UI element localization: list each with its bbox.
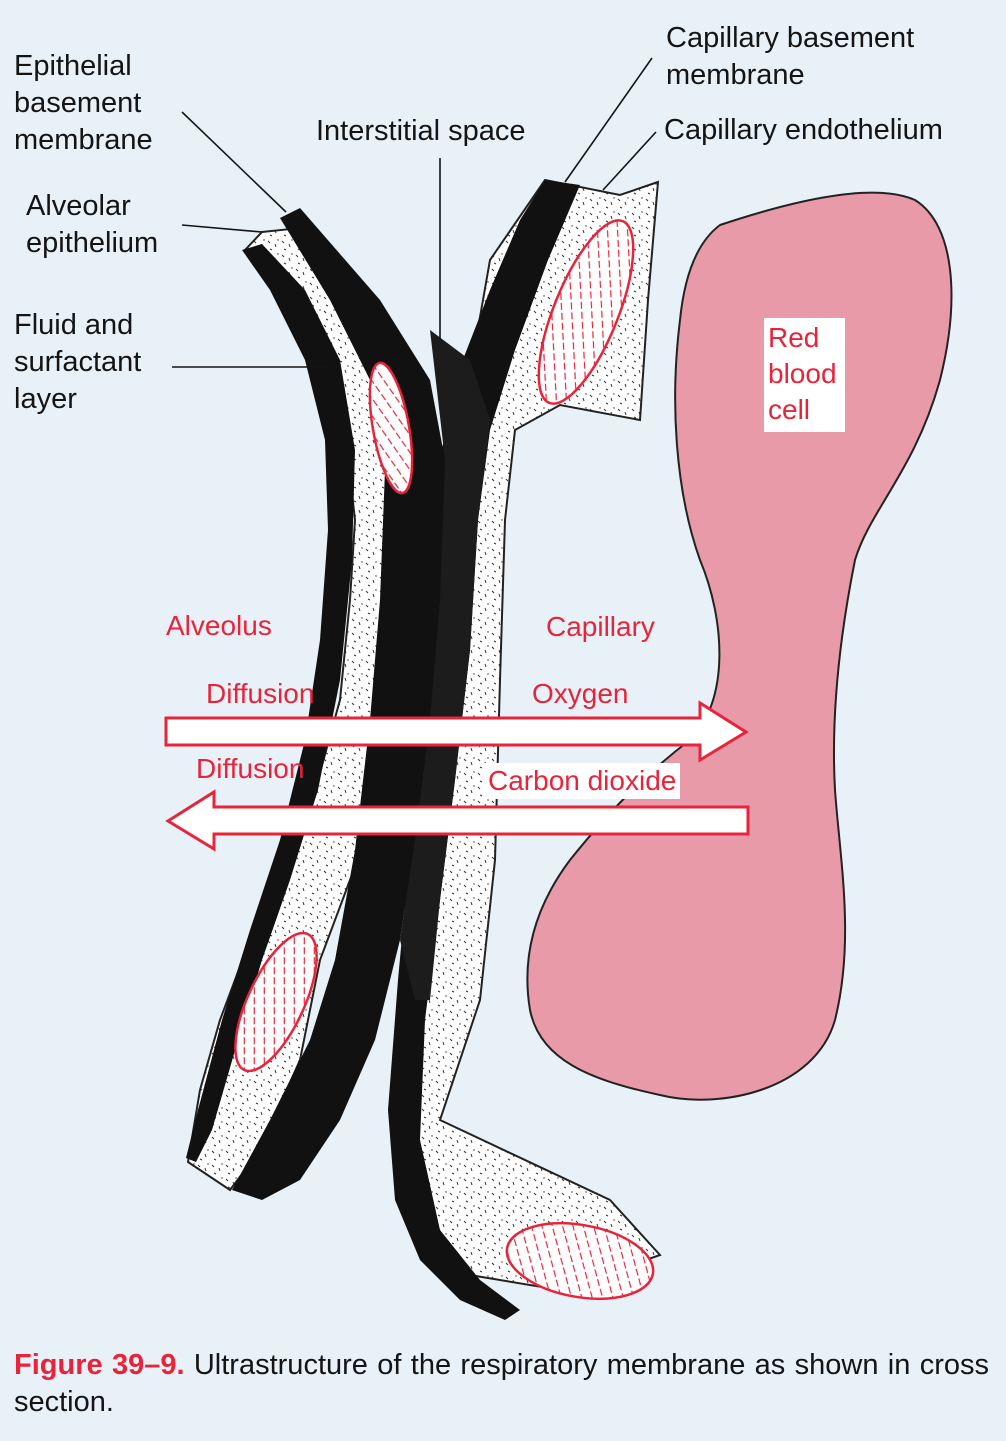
carbon-dioxide-arrow: [165, 789, 750, 852]
caption-text: Ultrastructure of the respiratory membra…: [14, 1349, 990, 1418]
leader-alveolar-epithelium: [181, 224, 263, 233]
label-red-blood-cell: Red blood cell: [764, 318, 845, 432]
label-carbon-dioxide: Carbon dioxide: [484, 763, 681, 799]
label-capillary: Capillary: [546, 611, 655, 642]
oxygen-arrow: [164, 700, 749, 763]
label-diffusion-co2: Diffusion: [196, 753, 305, 784]
label-alveolar-epithelium: Alveolar epithelium: [26, 190, 159, 259]
label-interstitial-space: Interstitial space: [316, 115, 526, 147]
label-diffusion-oxygen: Diffusion: [206, 678, 315, 709]
figure-caption: Figure 39–9. Ultrastructure of the respi…: [14, 1347, 989, 1421]
figure-number: Figure 39–9.: [14, 1349, 185, 1381]
label-alveolus: Alveolus: [166, 610, 272, 641]
label-fluid-surfactant-layer: Fluid and surfactant layer: [14, 309, 142, 415]
leader-epithelial-basement: [181, 111, 287, 213]
label-capillary-basement-membrane: Capillary basement membrane: [666, 22, 915, 91]
leader-capillary-endothelium: [602, 131, 657, 191]
red-blood-cell: [526, 191, 953, 1101]
alveolar-epithelium-line: [186, 244, 355, 1162]
label-epithelial-basement-membrane: Epithelial basement membrane: [14, 50, 153, 156]
organelle-upper-right: [537, 219, 635, 405]
organelle-bottom: [505, 1222, 655, 1300]
leader-capillary-basement: [564, 57, 653, 183]
organelle-upper-left: [368, 361, 414, 495]
organelle-lower-left: [234, 931, 318, 1073]
label-oxygen: Oxygen: [532, 678, 629, 709]
label-capillary-endothelium: Capillary endothelium: [664, 114, 943, 146]
